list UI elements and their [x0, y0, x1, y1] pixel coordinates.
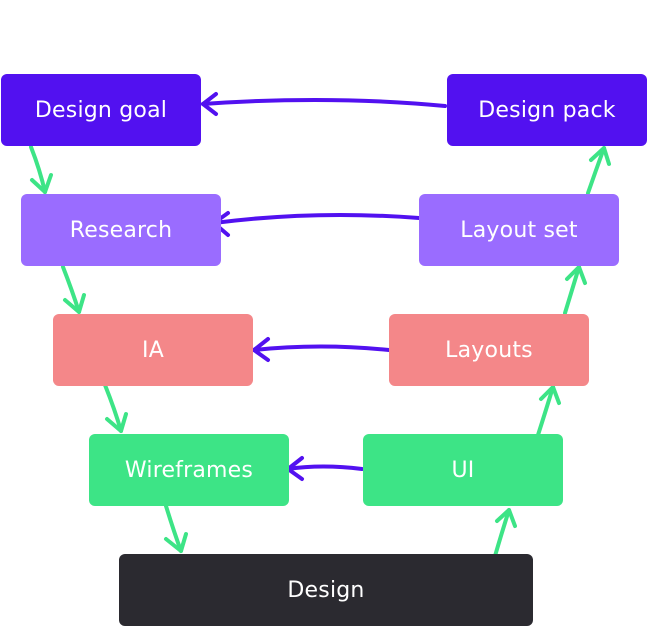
edge-design-pack-to-design-goal — [201, 92, 447, 116]
node-design[interactable]: Design — [119, 554, 533, 626]
edge-layout-set-to-design-pack — [586, 146, 611, 195]
node-wireframes[interactable]: Wireframes — [89, 434, 289, 506]
node-design-pack[interactable]: Design pack — [447, 74, 647, 146]
node-layout-set[interactable]: Layout set — [419, 194, 619, 266]
edge-design-goal-to-research — [29, 145, 53, 194]
edge-wireframes-to-design — [164, 504, 188, 553]
node-layouts[interactable]: Layouts — [389, 314, 589, 386]
node-ia-label: IA — [142, 337, 164, 363]
node-wireframes-label: Wireframes — [124, 457, 254, 483]
node-design-label: Design — [287, 577, 365, 603]
node-ui[interactable]: UI — [363, 434, 563, 506]
edge-layouts-to-ia — [252, 337, 391, 362]
edge-design-to-ui — [493, 508, 517, 558]
edge-ui-to-wireframes — [286, 456, 364, 481]
node-design-goal-label: Design goal — [34, 97, 168, 123]
node-design-pack-label: Design pack — [478, 97, 616, 123]
node-ia[interactable]: IA — [53, 314, 253, 386]
node-research-label: Research — [69, 217, 173, 243]
node-layouts-label: Layouts — [445, 337, 533, 363]
node-design-goal[interactable]: Design goal — [1, 74, 201, 146]
edge-layout-set-to-research — [212, 211, 421, 237]
edge-layouts-to-layout-set — [563, 265, 587, 315]
edge-ia-to-wireframes — [103, 383, 128, 433]
edge-ui-to-layouts — [536, 385, 561, 437]
node-research[interactable]: Research — [21, 194, 221, 266]
edge-research-to-ia — [61, 265, 86, 314]
node-layout-set-label: Layout set — [460, 217, 578, 243]
node-ui-label: UI — [451, 457, 475, 483]
